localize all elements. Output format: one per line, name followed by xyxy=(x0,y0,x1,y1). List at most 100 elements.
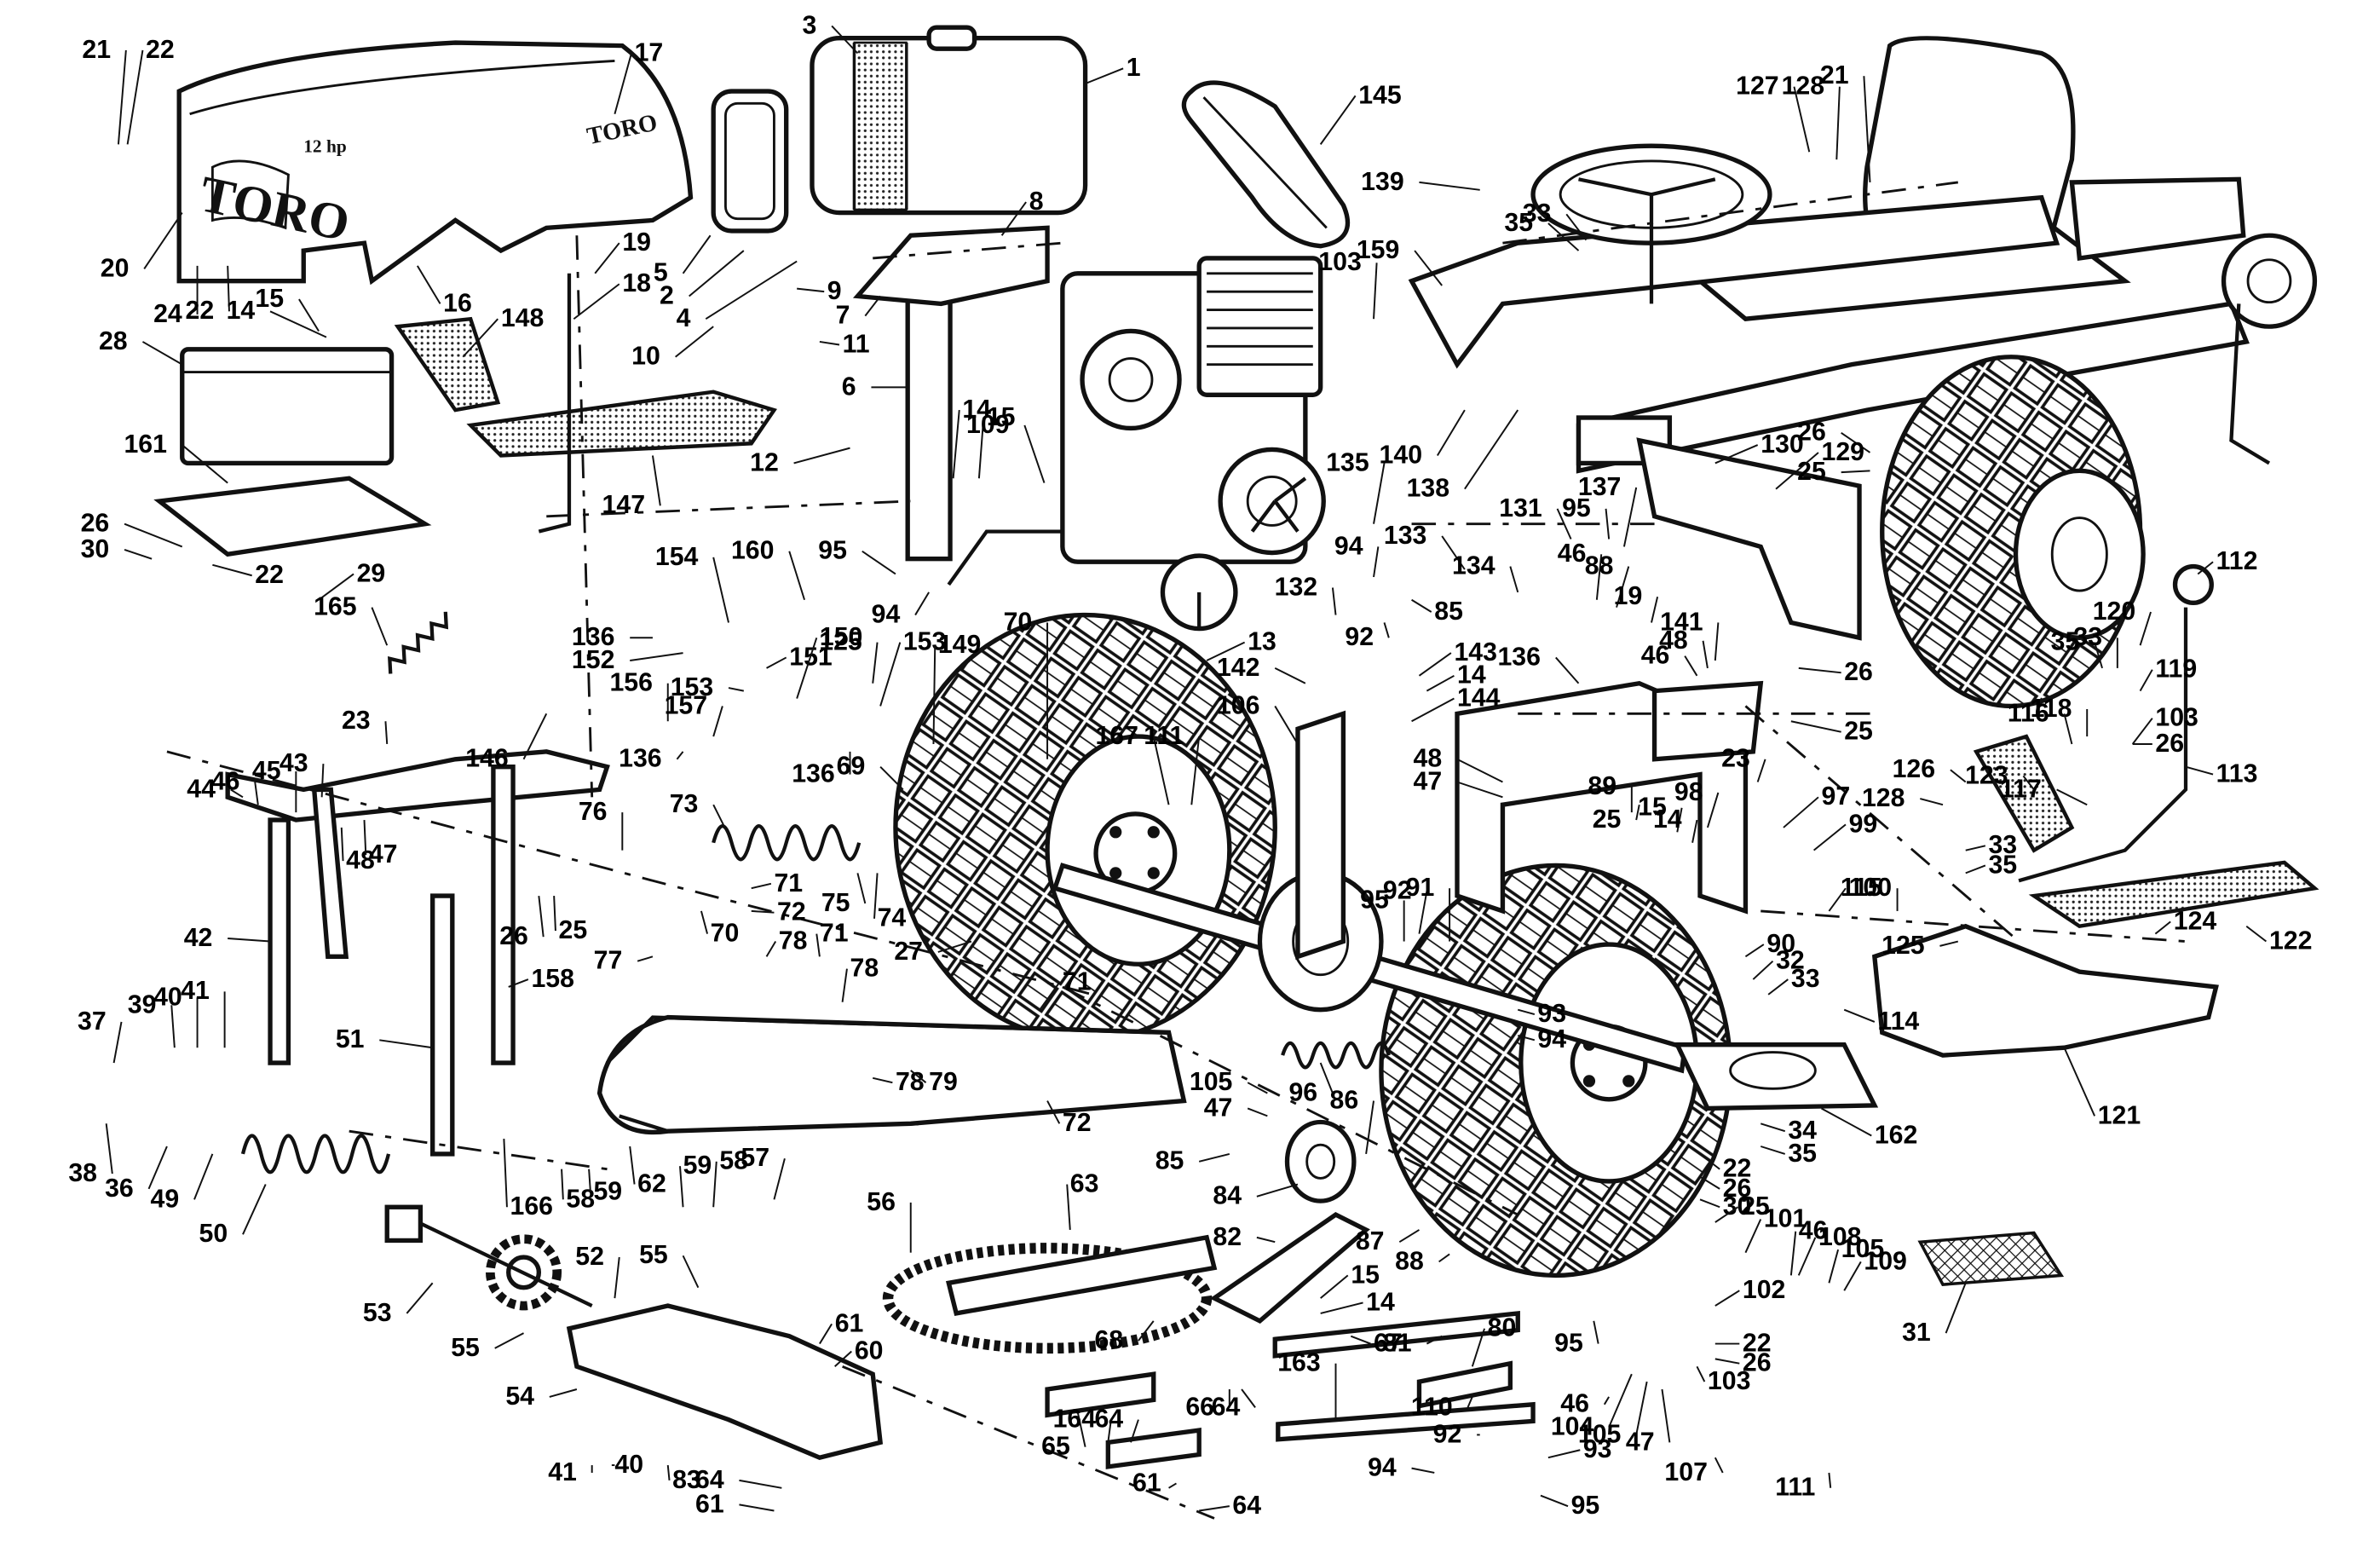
callout-number: 45 xyxy=(252,757,281,785)
callout-c64b: 64 xyxy=(1094,1405,1139,1443)
callout-number: 47 xyxy=(369,840,398,869)
callout-number: 53 xyxy=(363,1299,392,1327)
callout-number: 88 xyxy=(1585,551,1614,580)
callout-c54: 54 xyxy=(505,1382,578,1411)
callout-leader-line xyxy=(1714,1457,1724,1474)
callout-leader-line xyxy=(1622,487,1638,547)
callout-c6: 6 xyxy=(842,372,908,401)
callout-c141: 141 xyxy=(1660,608,1720,661)
callout-leader-line xyxy=(1556,508,1572,540)
callout-number: 165 xyxy=(314,593,357,621)
drive-chain-part xyxy=(882,1243,1213,1354)
callout-number: 160 xyxy=(731,537,775,565)
callout-leader-line xyxy=(1365,1100,1375,1155)
callout-number: 56 xyxy=(867,1188,896,1216)
callout-leader-line xyxy=(675,326,714,358)
callout-number: 9 xyxy=(827,277,842,305)
callout-c95e: 95 xyxy=(1540,1492,1600,1520)
callout-leader-line xyxy=(1714,622,1720,661)
callout-number: 47 xyxy=(1626,1428,1655,1456)
callout-leader-line xyxy=(1373,463,1386,524)
callout-c111a: 111 xyxy=(1144,722,1201,805)
callout-c19a: 19 xyxy=(594,228,651,274)
callout-leader-line xyxy=(105,1123,113,1174)
callout-c46e: 46 xyxy=(1560,1390,1610,1418)
callout-leader-line xyxy=(254,782,259,805)
callout-number: 62 xyxy=(637,1169,666,1198)
callout-leader-line xyxy=(1509,566,1519,593)
callout-leader-line xyxy=(1373,546,1380,578)
callout-leader-line xyxy=(1616,566,1630,608)
callout-c82: 82 xyxy=(1213,1223,1276,1251)
callout-c97: 97 xyxy=(1783,782,1850,828)
callout-c120: 120 xyxy=(2093,597,2152,646)
callout-c7: 7 xyxy=(836,295,881,330)
callout-c26g: 26 xyxy=(1714,1349,1772,1377)
callout-c10: 10 xyxy=(631,326,714,371)
hood-part: TORO TORO 12 hp xyxy=(176,40,694,286)
callout-c105b: 105 xyxy=(1828,1235,1884,1284)
callout-c42: 42 xyxy=(184,924,271,952)
bracket-82-part xyxy=(1209,1212,1370,1324)
callout-c139: 139 xyxy=(1361,168,1480,196)
callout-number: 36 xyxy=(105,1174,134,1203)
grille-screen-part xyxy=(1917,1231,2065,1286)
callout-number: 22 xyxy=(185,297,214,325)
callout-c135: 135 xyxy=(1326,448,1386,524)
callout-c26c: 26 xyxy=(1798,658,1873,686)
callout-c44: 44 xyxy=(187,775,244,803)
callout-c84: 84 xyxy=(1213,1182,1299,1210)
callout-leader-line xyxy=(614,1256,620,1299)
callout-number: 72 xyxy=(1063,1109,1092,1137)
callout-leader-line xyxy=(937,940,972,953)
callout-c122: 122 xyxy=(2245,925,2312,955)
callout-number: 140 xyxy=(1380,441,1423,469)
callout-c143: 143 xyxy=(1418,638,1497,677)
callout-leader-line xyxy=(549,1388,578,1398)
throttle-rod-part xyxy=(538,273,572,534)
callout-number: 66 xyxy=(1185,1393,1214,1421)
callout-c12: 12 xyxy=(750,447,850,476)
callout-c149: 149 xyxy=(932,631,981,744)
callout-c136d: 136 xyxy=(792,751,851,788)
callout-number: 77 xyxy=(594,947,623,975)
callout-c56: 56 xyxy=(867,1188,912,1253)
callout-number: 35 xyxy=(1788,1140,1817,1168)
callout-number: 92 xyxy=(1433,1420,1462,1448)
callout-leader-line xyxy=(1767,978,1789,996)
callout-leader-line xyxy=(1066,1184,1071,1231)
callout-c133: 133 xyxy=(1384,522,1466,570)
callout-leader-line xyxy=(879,765,904,791)
rear-axle-part xyxy=(1052,680,1764,1074)
callout-c146: 146 xyxy=(465,713,548,773)
callout-leader-line xyxy=(1651,596,1659,623)
callout-c71a: 71 xyxy=(751,869,803,897)
callout-number: 19 xyxy=(1614,582,1643,610)
callout-c14e: 14 xyxy=(1320,1288,1395,1316)
callout-c80: 80 xyxy=(1471,1314,1516,1367)
callout-number: 95 xyxy=(1571,1492,1600,1520)
callout-c22c: 22 xyxy=(212,561,284,589)
callout-c106: 106 xyxy=(1217,691,1299,745)
callout-leader-line xyxy=(1676,807,1683,833)
callout-c11: 11 xyxy=(819,330,870,358)
callout-number: 22 xyxy=(1723,1155,1752,1183)
callout-leader-line xyxy=(1702,640,1709,669)
callout-leader-line xyxy=(1714,444,1759,465)
callout-c78b: 78 xyxy=(841,955,879,1002)
lever-43-part xyxy=(311,787,349,960)
callout-leader-line xyxy=(1699,1175,1720,1190)
callout-leader-line xyxy=(1828,1249,1840,1284)
callout-leader-line xyxy=(682,1255,700,1289)
callout-leader-line xyxy=(1437,409,1466,457)
callout-c2: 2 xyxy=(660,250,745,309)
callout-c153a: 153 xyxy=(879,628,946,707)
callout-c147: 147 xyxy=(602,455,661,519)
callout-c95c: 95 xyxy=(1360,886,1405,942)
callout-c117: 117 xyxy=(2000,775,2088,806)
callout-c167: 167 xyxy=(1095,722,1170,805)
callout-c92a: 92 xyxy=(1345,622,1390,651)
callout-c164: 164 xyxy=(1053,1405,1112,1443)
callout-number: 148 xyxy=(501,304,545,332)
tractor-frame-part xyxy=(1408,36,2318,474)
